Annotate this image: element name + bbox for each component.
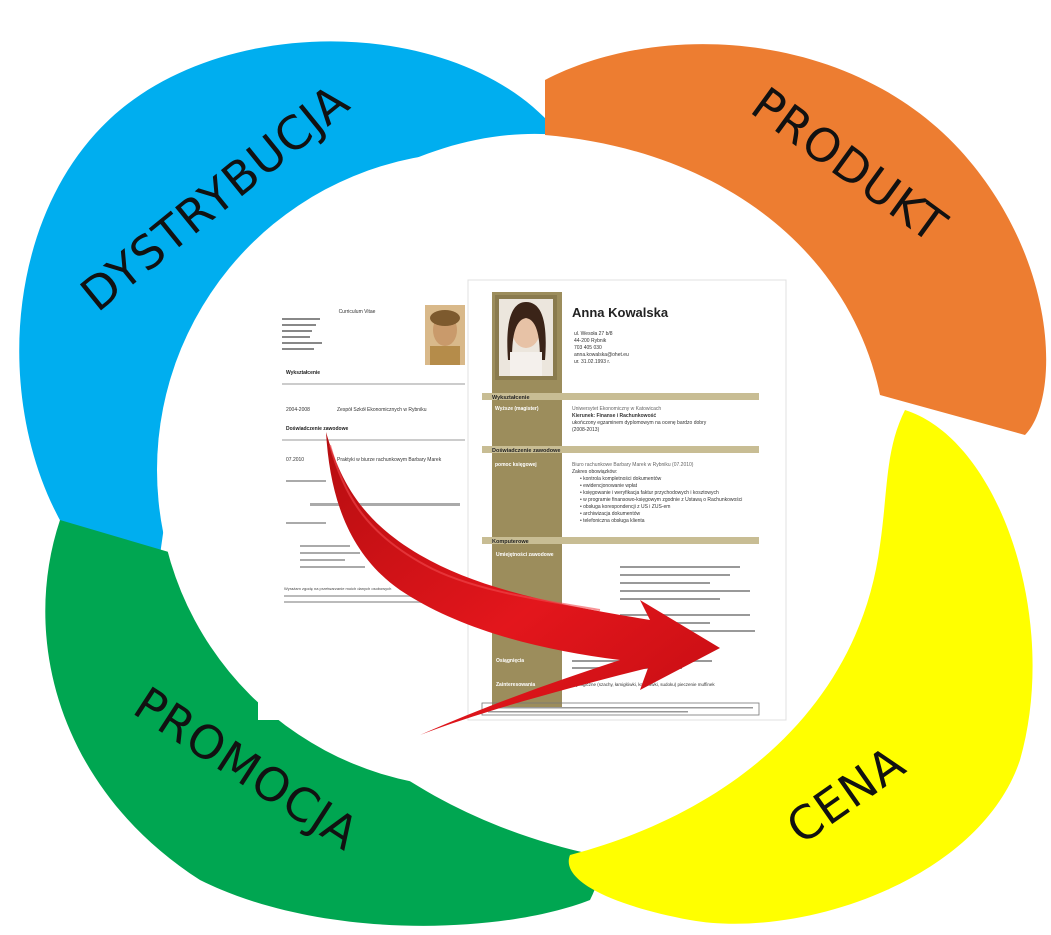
- cv-new-edu-label: Wyższe (magister): [495, 406, 539, 412]
- petal-distribution: [19, 41, 560, 555]
- cv-new-section-education: Wykształcenie: [492, 395, 530, 401]
- exp-line: • obsługa korespondencji z US i ZUS-em: [580, 504, 670, 510]
- cv-old-row2-text: Praktyki w biurze rachunkowym Barbary Ma…: [337, 457, 442, 463]
- cv-new: Anna Kowalska ul. Wesoła 27 b/8 44-200 R…: [467, 279, 787, 721]
- cv-old-row2-years: 07.2010: [286, 457, 304, 463]
- exp-line: Zakres obowiązków:: [572, 469, 617, 475]
- cv-old: Curriculum Vitae Wykształcenie 2004-2008…: [258, 290, 472, 720]
- exp-line: • archiwizacja dokumentów: [580, 511, 640, 517]
- edu-line: Uniwersytet Ekonomiczny w Katowicach: [572, 406, 661, 412]
- cv-new-edu-lines: Uniwersytet Ekonomiczny w Katowicach Kie…: [572, 406, 707, 433]
- cv-new-achievements-label: Osiągnięcia: [496, 658, 524, 664]
- cv-new-name: Anna Kowalska: [572, 305, 669, 320]
- cv-new-exp-lines: Biuro rachunkowe Barbary Marek w Rybniku…: [572, 462, 742, 524]
- addr-line: 703 405 030: [574, 345, 602, 351]
- petal-product: [545, 44, 1047, 436]
- exp-line: • ewidencjonowanie wpłat: [580, 483, 638, 489]
- cv-old-bottom-line: Wyrażam zgodę na przetwarzanie moich dan…: [284, 586, 391, 591]
- exp-line: Biuro rachunkowe Barbary Marek w Rybniku…: [572, 462, 694, 468]
- exp-line: • kontrola kompletności dokumentów: [580, 476, 662, 482]
- edu-line: (2008-2013): [572, 427, 600, 433]
- cv-new-skills-label: Umiejętności zawodowe: [496, 552, 554, 558]
- edu-line: Kierunek: Finanse i Rachunkowość: [572, 413, 656, 419]
- cv-old-body-lines: [286, 480, 460, 568]
- cv-new-exp-label: pomoc księgowej: [495, 462, 537, 468]
- cv-new-section-computer: Komputerowe: [492, 539, 529, 545]
- cv-new-interests-label: Zainteresowania: [496, 682, 535, 688]
- exp-line: • telefoniczna obsługa klienta: [580, 518, 645, 524]
- red-arrow: [326, 432, 720, 735]
- addr-line: anna.kowalska@ohet.eu: [574, 352, 629, 358]
- cv-new-section-experience: Doświadczenie zawodowe: [492, 448, 560, 454]
- cv-old-row1-years: 2004-2008: [286, 407, 310, 413]
- cv-old-title: Curriculum Vitae: [339, 309, 376, 315]
- cv-new-address: ul. Wesoła 27 b/8 44-200 Rybnik 703 405 …: [574, 331, 629, 365]
- cv-old-section-experience: Doświadczenie zawodowe: [286, 426, 348, 432]
- edu-line: ukończony egzaminem dyplomowym na ocenę …: [572, 420, 707, 426]
- cv-old-address: [282, 318, 322, 350]
- addr-line: 44-200 Rybnik: [574, 338, 607, 344]
- cv-old-row1-text: Zespół Szkół Ekonomicznych w Rybniku: [337, 407, 427, 413]
- exp-line: • w programie finansowo-księgowym zgodni…: [580, 497, 742, 503]
- addr-line: ur. 31.02.1993 r.: [574, 359, 610, 365]
- cv-old-section-education: Wykształcenie: [286, 370, 320, 376]
- addr-line: ul. Wesoła 27 b/8: [574, 331, 613, 337]
- exp-line: • księgowanie i weryfikacja faktur przyc…: [580, 490, 719, 496]
- petal-price: [568, 410, 1033, 924]
